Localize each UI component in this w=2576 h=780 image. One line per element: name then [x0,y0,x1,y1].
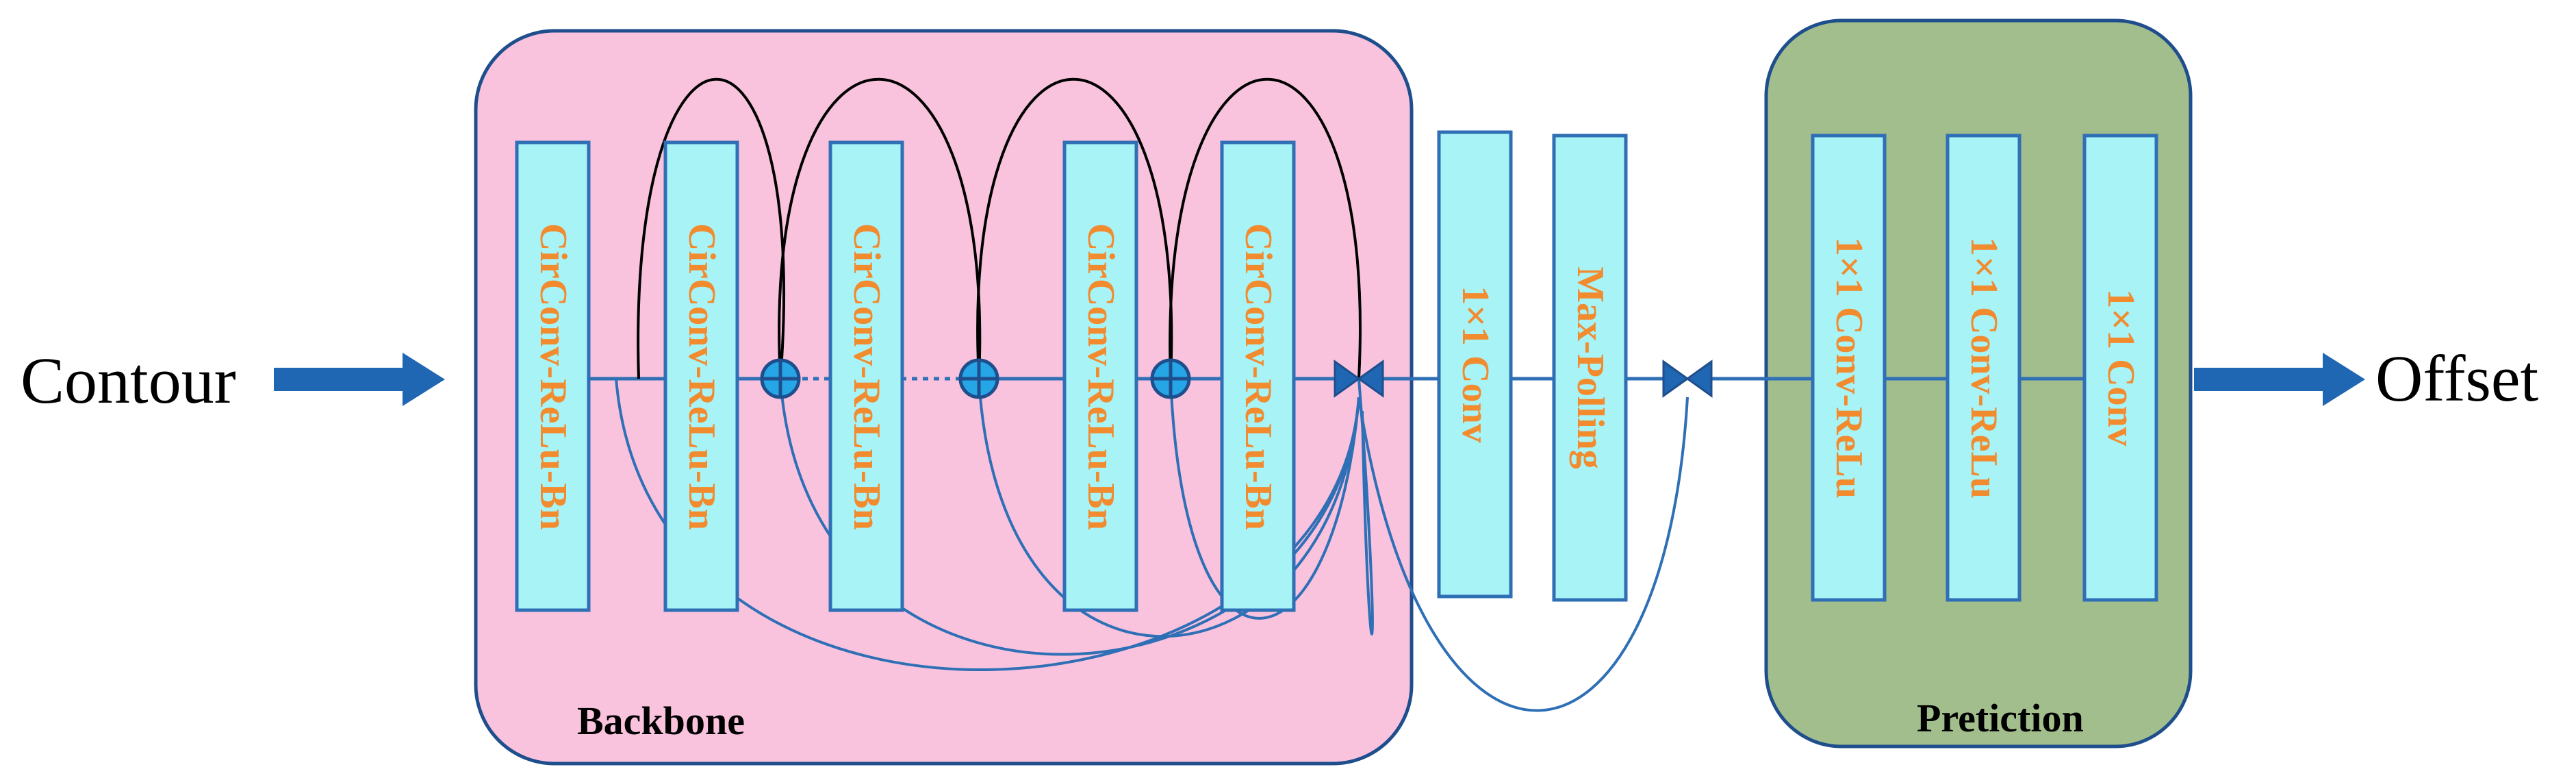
backbone-block-2: CirConv-ReLu-Bn [663,140,739,612]
conv-1x1-label: 1×1 Conv [1454,286,1496,443]
backbone-block-3-label: CirConv-ReLu-Bn [845,223,888,530]
concat-node-1-icon [1334,360,1384,398]
add-node-3-icon [1150,358,1191,399]
prediction-block-3: 1×1 Conv [2082,134,2158,602]
input-label: Contour [21,344,236,417]
skip-arcs [637,77,1362,379]
add-node-1-icon [760,358,801,399]
max-polling-block: Max-Polling [1552,134,1628,602]
prediction-block-2: 1×1 Conv-ReLu [1946,134,2022,602]
prediction-label: Pretiction [1917,696,2084,740]
conv-1x1-block: 1×1 Conv [1437,130,1513,599]
backbone-label: Backbone [577,699,745,743]
backbone-block-2-label: CirConv-ReLu-Bn [680,223,723,530]
concat-node-2-icon [1662,360,1713,398]
add-node-2-icon [958,358,999,399]
prediction-block-1: 1×1 Conv-ReLu [1811,134,1887,602]
output-label: Offset [2375,342,2539,415]
output-arrow-icon [2194,353,2365,406]
max-polling-label: Max-Polling [1569,266,1611,469]
prediction-block-1-label: 1×1 Conv-ReLu [1828,237,1870,499]
input-arrow-icon [274,353,445,406]
backbone-block-3: CirConv-ReLu-Bn [828,140,904,612]
concat-curves [615,378,1689,712]
backbone-block-1-label: CirConv-ReLu-Bn [532,223,574,530]
backbone-block-4-label: CirConv-ReLu-Bn [1080,223,1122,530]
prediction-block-3-label: 1×1 Conv [2100,289,2142,446]
backbone-block-1: CirConv-ReLu-Bn [515,140,591,612]
backbone-block-4: CirConv-ReLu-Bn [1062,140,1138,612]
prediction-block-2-label: 1×1 Conv-ReLu [1963,237,2005,499]
backbone-block-5-label: CirConv-ReLu-Bn [1237,223,1279,530]
backbone-block-5: CirConv-ReLu-Bn [1220,140,1296,612]
